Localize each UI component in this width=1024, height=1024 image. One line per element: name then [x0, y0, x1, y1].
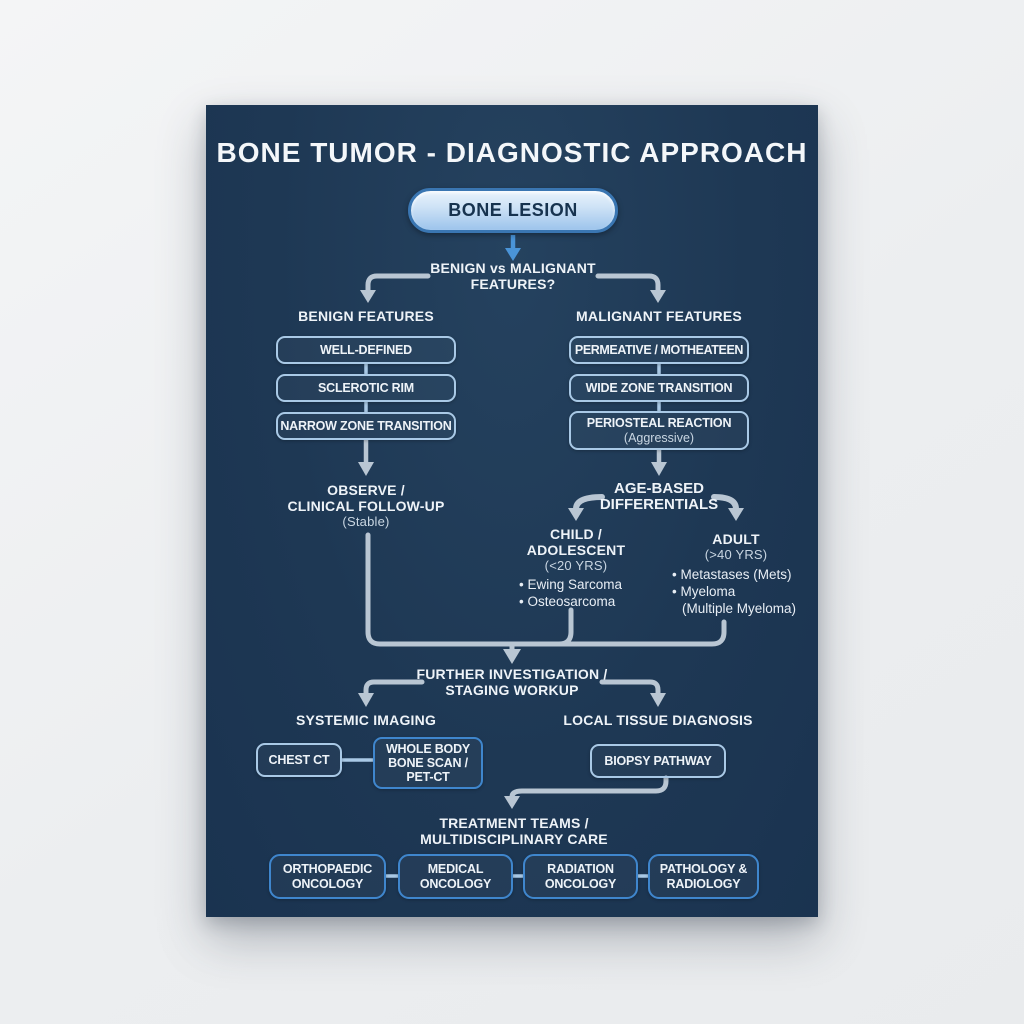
systemic-imaging-header: SYSTEMIC IMAGING: [295, 712, 437, 728]
node-medical-oncology: MEDICAL ONCOLOGY: [398, 854, 513, 899]
child-differentials-list: • Ewing Sarcoma • Osteosarcoma: [519, 577, 623, 609]
adult-differentials-list: • Metastases (Mets) • Myeloma (Multiple …: [672, 567, 797, 616]
node-periosteal-reaction: PERIOSTEAL REACTION (Aggressive): [569, 411, 749, 450]
benign-header: BENIGN FEATURES: [298, 308, 434, 324]
node-radiation-oncology: RADIATION ONCOLOGY: [523, 854, 638, 899]
page-title: BONE TUMOR - DIAGNOSTIC APPROACH: [216, 137, 808, 168]
malignant-header: MALIGNANT FEATURES: [576, 308, 742, 324]
node-treatment-teams: TREATMENT TEAMS / MULTIDISCIPLINARY CARE: [420, 815, 608, 847]
question-benign-vs-malignant: BENIGN vs MALIGNANT FEATURES?: [430, 260, 596, 292]
arrow-question-to-benign: [360, 273, 431, 303]
node-chest-ct: CHEST CT: [256, 743, 342, 777]
node-observe-followup: OBSERVE / CLINICAL FOLLOW-UP (Stable): [287, 482, 445, 529]
arrow-staging-to-local: [599, 679, 666, 707]
arrow-biopsy-to-treatment: [504, 775, 669, 809]
arrow-age-to-child: [568, 494, 605, 521]
flow-connectors: [342, 235, 744, 878]
local-tissue-header: LOCAL TISSUE DIAGNOSIS: [563, 712, 753, 728]
diagnostic-poster: BONE TUMOR - DIAGNOSTIC APPROACH BONE LE…: [206, 105, 818, 917]
node-biopsy-pathway: BIOPSY PATHWAY: [590, 744, 726, 778]
arrow-malignant-to-age: [651, 450, 667, 476]
arrow-question-to-malignant: [595, 273, 666, 303]
arrow-benign-to-observe: [358, 440, 374, 476]
node-well-defined: WELL-DEFINED: [276, 336, 456, 364]
node-narrow-zone-transition: NARROW ZONE TRANSITION: [276, 412, 456, 440]
arrow-root-to-question: [505, 235, 521, 261]
connector-convergence-trunk: [365, 532, 727, 664]
arrow-staging-to-systemic: [358, 679, 425, 707]
arrow-age-to-adult: [711, 494, 744, 521]
node-bone-lesion: BONE LESION: [408, 188, 618, 233]
node-child-adolescent: CHILD / ADOLESCENT (<20 YRS): [526, 526, 626, 573]
node-wide-zone-transition: WIDE ZONE TRANSITION: [569, 374, 749, 402]
node-orthopaedic-oncology: ORTHOPAEDIC ONCOLOGY: [269, 854, 386, 899]
node-sclerotic-rim: SCLEROTIC RIM: [276, 374, 456, 402]
node-permeative-motheaten: PERMEATIVE / MOTHEATEEN: [569, 336, 749, 364]
node-age-based-differentials: AGE-BASED DIFFERENTIALS: [599, 480, 719, 513]
node-further-investigation: FURTHER INVESTIGATION / STAGING WORKUP: [416, 666, 608, 698]
node-bone-lesion-label: BONE LESION: [448, 200, 578, 220]
node-pathology-radiology: PATHOLOGY & RADIOLOGY: [648, 854, 759, 899]
node-whole-body-scan: WHOLE BODY BONE SCAN / PET-CT: [373, 737, 483, 789]
node-adult: ADULT (>40 YRS): [704, 531, 768, 562]
